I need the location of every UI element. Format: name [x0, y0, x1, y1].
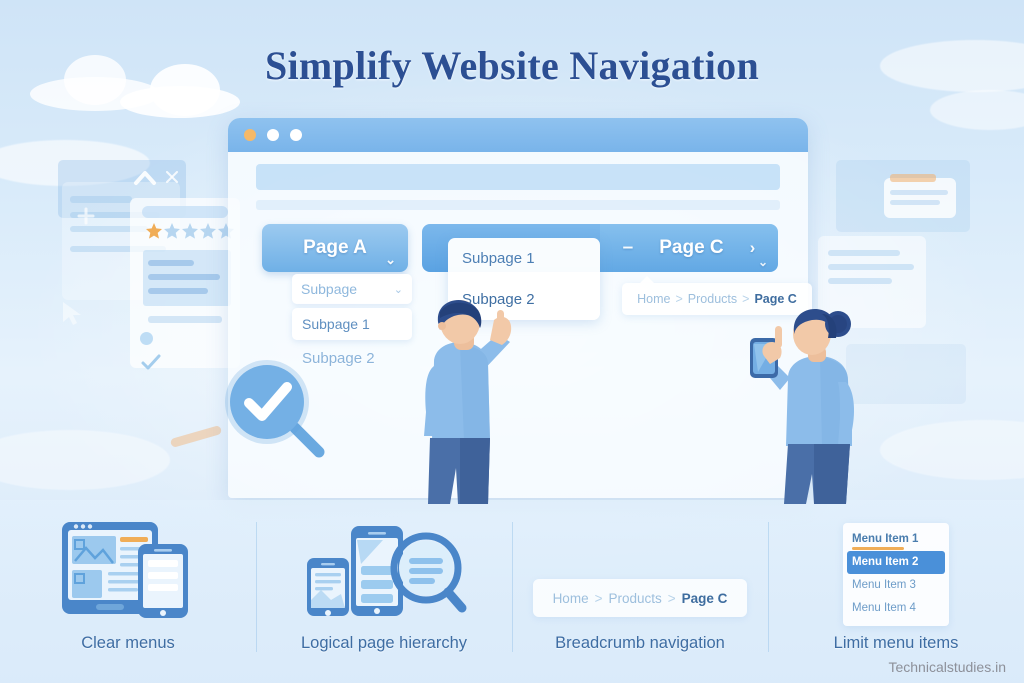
nav-button-page-c-label: Page C — [659, 237, 724, 258]
subpage-select[interactable]: Subpage ⌄ — [292, 274, 412, 304]
collapse-chevron-icon — [134, 171, 156, 185]
review-card-line-2 — [148, 274, 220, 280]
star-rating — [146, 223, 234, 239]
breadcrumb-chip: Home > Products > Page C — [533, 579, 747, 617]
ghost-list-right — [846, 344, 966, 404]
page-title: Simplify Website Navigation — [264, 43, 760, 88]
page-a-dropdown: Subpage ⌄ Subpage 1 Subpage 2 — [292, 274, 412, 367]
close-icon — [166, 171, 178, 183]
person-woman-with-phone — [750, 308, 854, 504]
ghost-dialog-right — [884, 178, 956, 218]
breadcrumb-chip-current: Page C — [681, 590, 728, 606]
subpage-popup-item-1[interactable]: Subpage 1 — [462, 250, 535, 267]
breadcrumb-chip-art: Home > Products > Page C — [512, 544, 768, 652]
dash-icon: – — [622, 237, 634, 258]
feature-divider-3 — [768, 522, 769, 652]
menu-item-2[interactable]: Menu Item 2 — [847, 550, 945, 574]
dropdown-option-subpage-1[interactable]: Subpage 1 — [292, 308, 412, 340]
phones-magnifier-icon — [256, 514, 512, 622]
review-card-avatar — [140, 332, 153, 345]
address-bar[interactable] — [256, 164, 780, 190]
review-card-line-1 — [148, 260, 194, 266]
feature-label-logical-hierarchy: Logical page hierarchy — [300, 634, 468, 652]
cloud-right-mid — [930, 90, 1024, 130]
feature-label-breadcrumb-navigation: Breadcrumb navigation — [555, 634, 725, 652]
menu-item-3[interactable]: Menu Item 3 — [852, 579, 916, 591]
breadcrumb-chip-sep-1: > — [594, 590, 603, 606]
nav-button-page-a-label: Page A — [303, 237, 367, 258]
breadcrumb-current: Page C — [754, 292, 797, 306]
chevron-right-icon: › — [749, 238, 756, 257]
feature-divider-2 — [512, 522, 513, 652]
chevron-down-icon: ⌄ — [385, 252, 396, 267]
chevron-down-icon-c: ⌄ — [757, 255, 768, 269]
menu-item-4[interactable]: Menu Item 4 — [852, 602, 916, 614]
feature-breadcrumb-navigation[interactable]: Home > Products > Page C Breadcrumb navi… — [512, 500, 768, 683]
feature-label-clear-menus: Clear menus — [81, 634, 175, 652]
browser-titlebar — [228, 118, 808, 152]
chevron-down-icon-select: ⌄ — [393, 283, 403, 296]
ghost-line-1 — [70, 196, 132, 203]
ghost-right-line-2 — [828, 264, 914, 270]
subpage-select-value: Subpage — [301, 281, 358, 297]
ghost-line-4 — [70, 246, 166, 252]
features-panel: Clear menus — [0, 500, 1024, 683]
checkmark-decor-icon — [141, 354, 161, 370]
review-card-search-bar — [142, 206, 228, 218]
cloud-bottom-right — [880, 420, 1024, 480]
plus-decor-icon — [77, 207, 95, 225]
nav-button-page-a[interactable]: Page A ⌄ — [262, 224, 408, 272]
ghost-dialog-line-1 — [890, 190, 948, 195]
breadcrumb-chip-sep-2: > — [667, 590, 676, 606]
watermark: Technicalstudies.in — [888, 659, 1006, 675]
content-strip — [256, 200, 780, 210]
pencil-decor-icon — [169, 425, 223, 448]
ghost-line-3 — [70, 226, 148, 232]
window-dot-amber[interactable] — [244, 129, 256, 141]
feature-limit-menu-items[interactable]: Menu Item 1 Menu Item 2 Menu Item 3 Menu… — [768, 500, 1024, 683]
review-card-line-3 — [148, 288, 208, 294]
breadcrumb-separator-1: > — [675, 292, 683, 306]
dropdown-option-subpage-2[interactable]: Subpage 2 — [302, 350, 375, 367]
breadcrumb-home[interactable]: Home — [637, 292, 671, 306]
magnifier-check-icon — [225, 360, 325, 458]
review-card-block — [143, 250, 231, 306]
nav-button-page-c[interactable]: – Page C › ⌄ — [600, 224, 778, 272]
review-card-footer — [148, 316, 222, 323]
menu-list-card: Menu Item 1 Menu Item 2 Menu Item 3 Menu… — [843, 522, 949, 626]
menu-item-1[interactable]: Menu Item 1 — [843, 528, 949, 551]
window-dot-white-2[interactable] — [290, 129, 302, 141]
breadcrumb-products[interactable]: Products — [687, 292, 738, 306]
window-dot-white-1[interactable] — [267, 129, 279, 141]
feature-clear-menus[interactable]: Clear menus — [0, 500, 256, 683]
devices-tablet-phone-icon — [0, 514, 256, 622]
breadcrumb-chip-home[interactable]: Home — [552, 590, 589, 606]
menu-list-card-art: Menu Item 1 Menu Item 2 Menu Item 3 Menu… — [768, 520, 1024, 628]
ghost-right-line-3 — [828, 278, 892, 284]
subpage-popup-item-2[interactable]: Subpage 2 — [462, 291, 535, 308]
ghost-right-line-1 — [828, 250, 900, 256]
breadcrumb-chip-products[interactable]: Products — [608, 590, 662, 606]
cursor-decor-icon — [63, 302, 81, 325]
feature-logical-hierarchy[interactable]: Logical page hierarchy — [256, 500, 512, 683]
cloud-bottom-left — [0, 430, 170, 490]
cloud-right-high — [880, 40, 1024, 92]
cloud-left-low — [0, 140, 150, 186]
ghost-dialog-line-2 — [890, 200, 940, 205]
breadcrumb-tooltip: Home > Products > Page C — [622, 276, 812, 315]
person-man-pointing — [424, 300, 512, 504]
ghost-highlight-bar — [890, 174, 936, 182]
feature-divider-1 — [256, 522, 257, 652]
ghost-line-2 — [70, 212, 160, 218]
feature-label-limit-menu-items: Limit menu items — [833, 634, 959, 652]
breadcrumb-separator-2: > — [742, 292, 750, 306]
